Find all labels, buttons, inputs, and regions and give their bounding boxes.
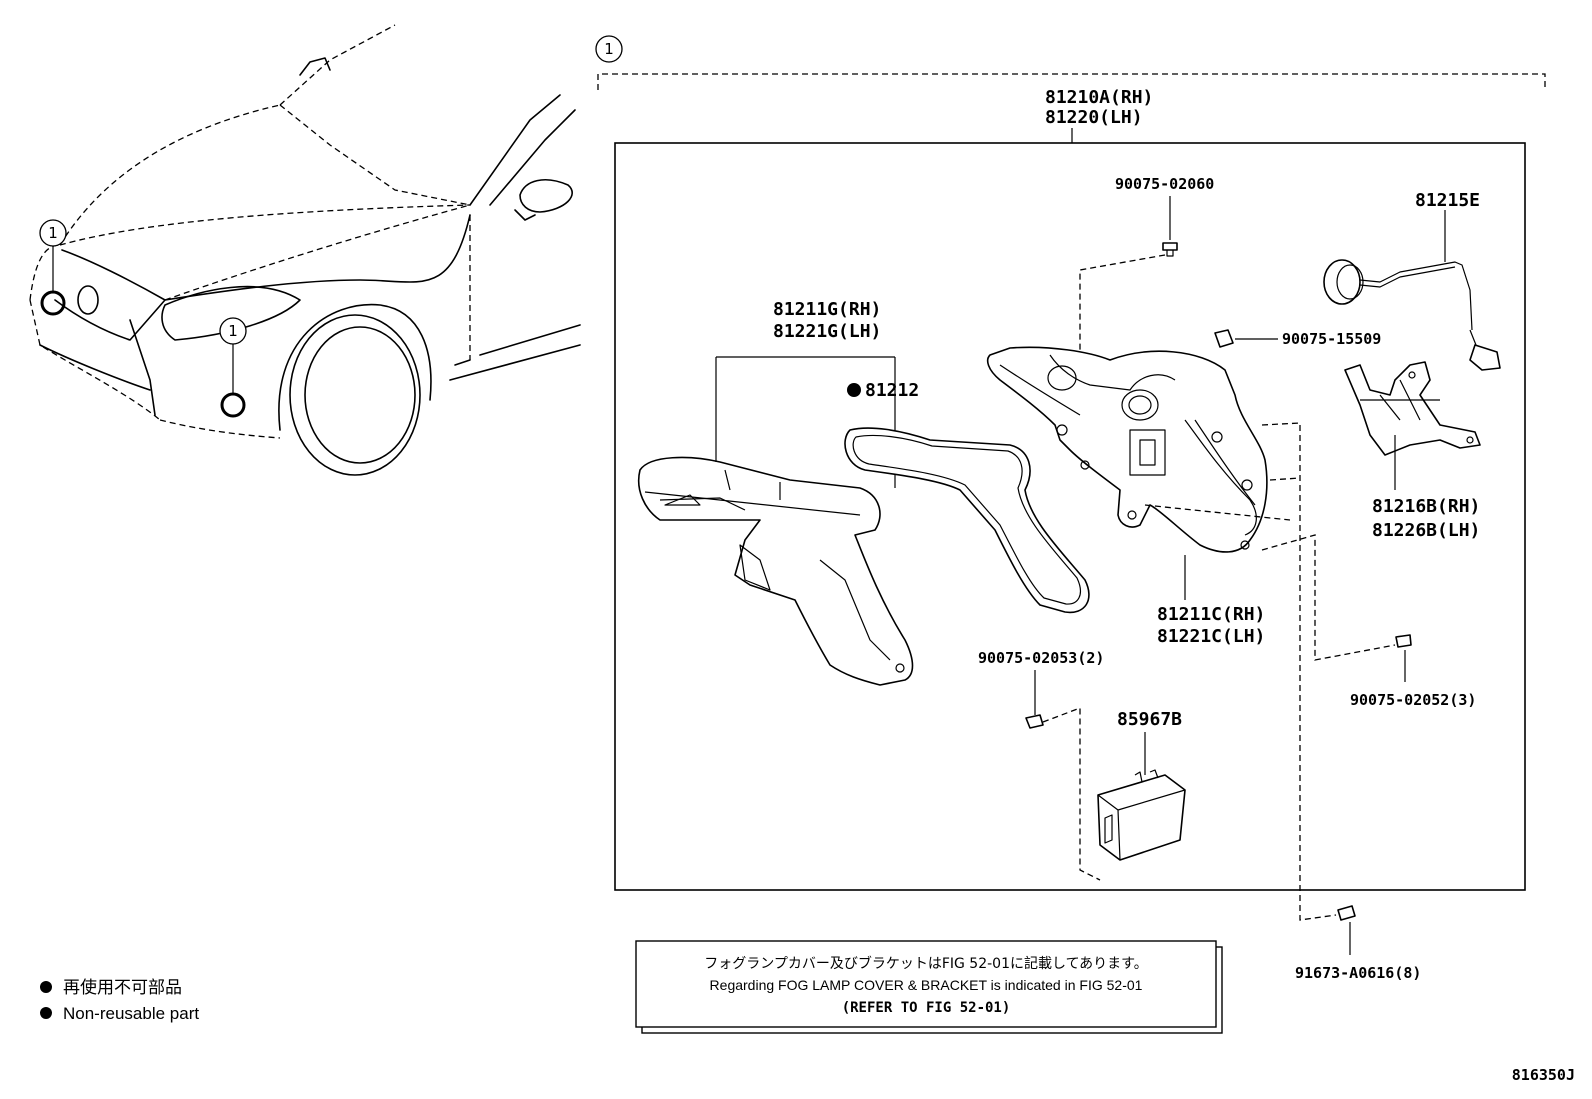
part-label-81210A: 81210A(RH): [1045, 87, 1153, 108]
bulb-socket: 81215E: [1323, 190, 1501, 371]
bolt-bottom: 91673-A0616(8): [1295, 905, 1421, 982]
note-japanese: フォグランプカバー及びブラケットはFIG 52-01に記載してあります。: [704, 955, 1148, 972]
assembly-bracket: 1 81210A(RH) 81220(LH): [595, 35, 1546, 891]
callout-label-car-left: 1: [48, 224, 58, 242]
callout-circle-assembly: [595, 35, 623, 63]
fog-lamp-left-marker: [40, 290, 66, 316]
part-label-81212: 81212: [865, 380, 919, 401]
callout-circle-car-right: [219, 317, 247, 345]
part-label-81216B: 81216B(RH): [1372, 496, 1480, 517]
note-reference: (REFER TO FIG 52-01): [842, 1000, 1011, 1016]
part-label-90075-02053: 90075-02053(2): [978, 649, 1104, 667]
part-label-81220: 81220(LH): [1045, 107, 1143, 128]
part-label-90075-02060: 90075-02060: [1115, 175, 1214, 193]
part-label-81221C: 81221C(LH): [1157, 626, 1265, 647]
screw-top: 90075-02060: [1079, 175, 1214, 350]
non-reusable-dot-icon: [847, 383, 861, 397]
part-label-85967B: 85967B: [1117, 709, 1182, 730]
legend-label-en: Non-reusable part: [63, 1004, 199, 1023]
control-module: 85967B: [1097, 709, 1186, 861]
part-label-81211C: 81211C(RH): [1157, 604, 1265, 625]
figure-id: 816350J: [1512, 1066, 1575, 1084]
part-label-90075-02052: 90075-02052(3): [1350, 691, 1476, 709]
fog-lamp-housing: 81211C(RH) 81221C(LH): [986, 346, 1268, 647]
legend-dot-icon-jp: [40, 981, 52, 993]
part-label-81221G: 81221G(LH): [773, 321, 881, 342]
gasket: 81212: [844, 380, 1090, 614]
screw-cover: 90075-02053(2): [978, 649, 1104, 881]
part-label-81211G: 81211G(RH): [773, 299, 881, 320]
assembly-box: [614, 142, 1526, 891]
car-front-illustration: 1 1: [29, 24, 581, 476]
note-english: Regarding FOG LAMP COVER & BRACKET is in…: [710, 977, 1143, 993]
screw-right: 90075-02052(3): [1144, 422, 1476, 921]
part-label-81215E: 81215E: [1415, 190, 1480, 211]
callout-label-car-right: 1: [228, 322, 238, 340]
part-label-91673-A0616: 91673-A0616(8): [1295, 964, 1421, 982]
fog-lamp-right-marker: [220, 392, 246, 418]
mounting-bracket: 81216B(RH) 81226B(LH): [1344, 361, 1481, 541]
part-label-90075-15509: 90075-15509: [1282, 330, 1381, 348]
grommet: 90075-15509: [1214, 329, 1381, 348]
callout-circle-car-left: [39, 219, 67, 247]
part-label-81226B: 81226B(LH): [1372, 520, 1480, 541]
legend-label-jp: 再使用不可部品: [63, 977, 182, 997]
fog-lamp-cover: 81211G(RH) 81221G(LH): [638, 299, 914, 686]
callout-label-assembly: 1: [604, 40, 614, 58]
reference-note: フォグランプカバー及びブラケットはFIG 52-01に記載してあります。 Reg…: [635, 940, 1223, 1034]
legend: 再使用不可部品 Non-reusable part: [40, 977, 199, 1023]
legend-dot-icon-en: [40, 1007, 52, 1019]
